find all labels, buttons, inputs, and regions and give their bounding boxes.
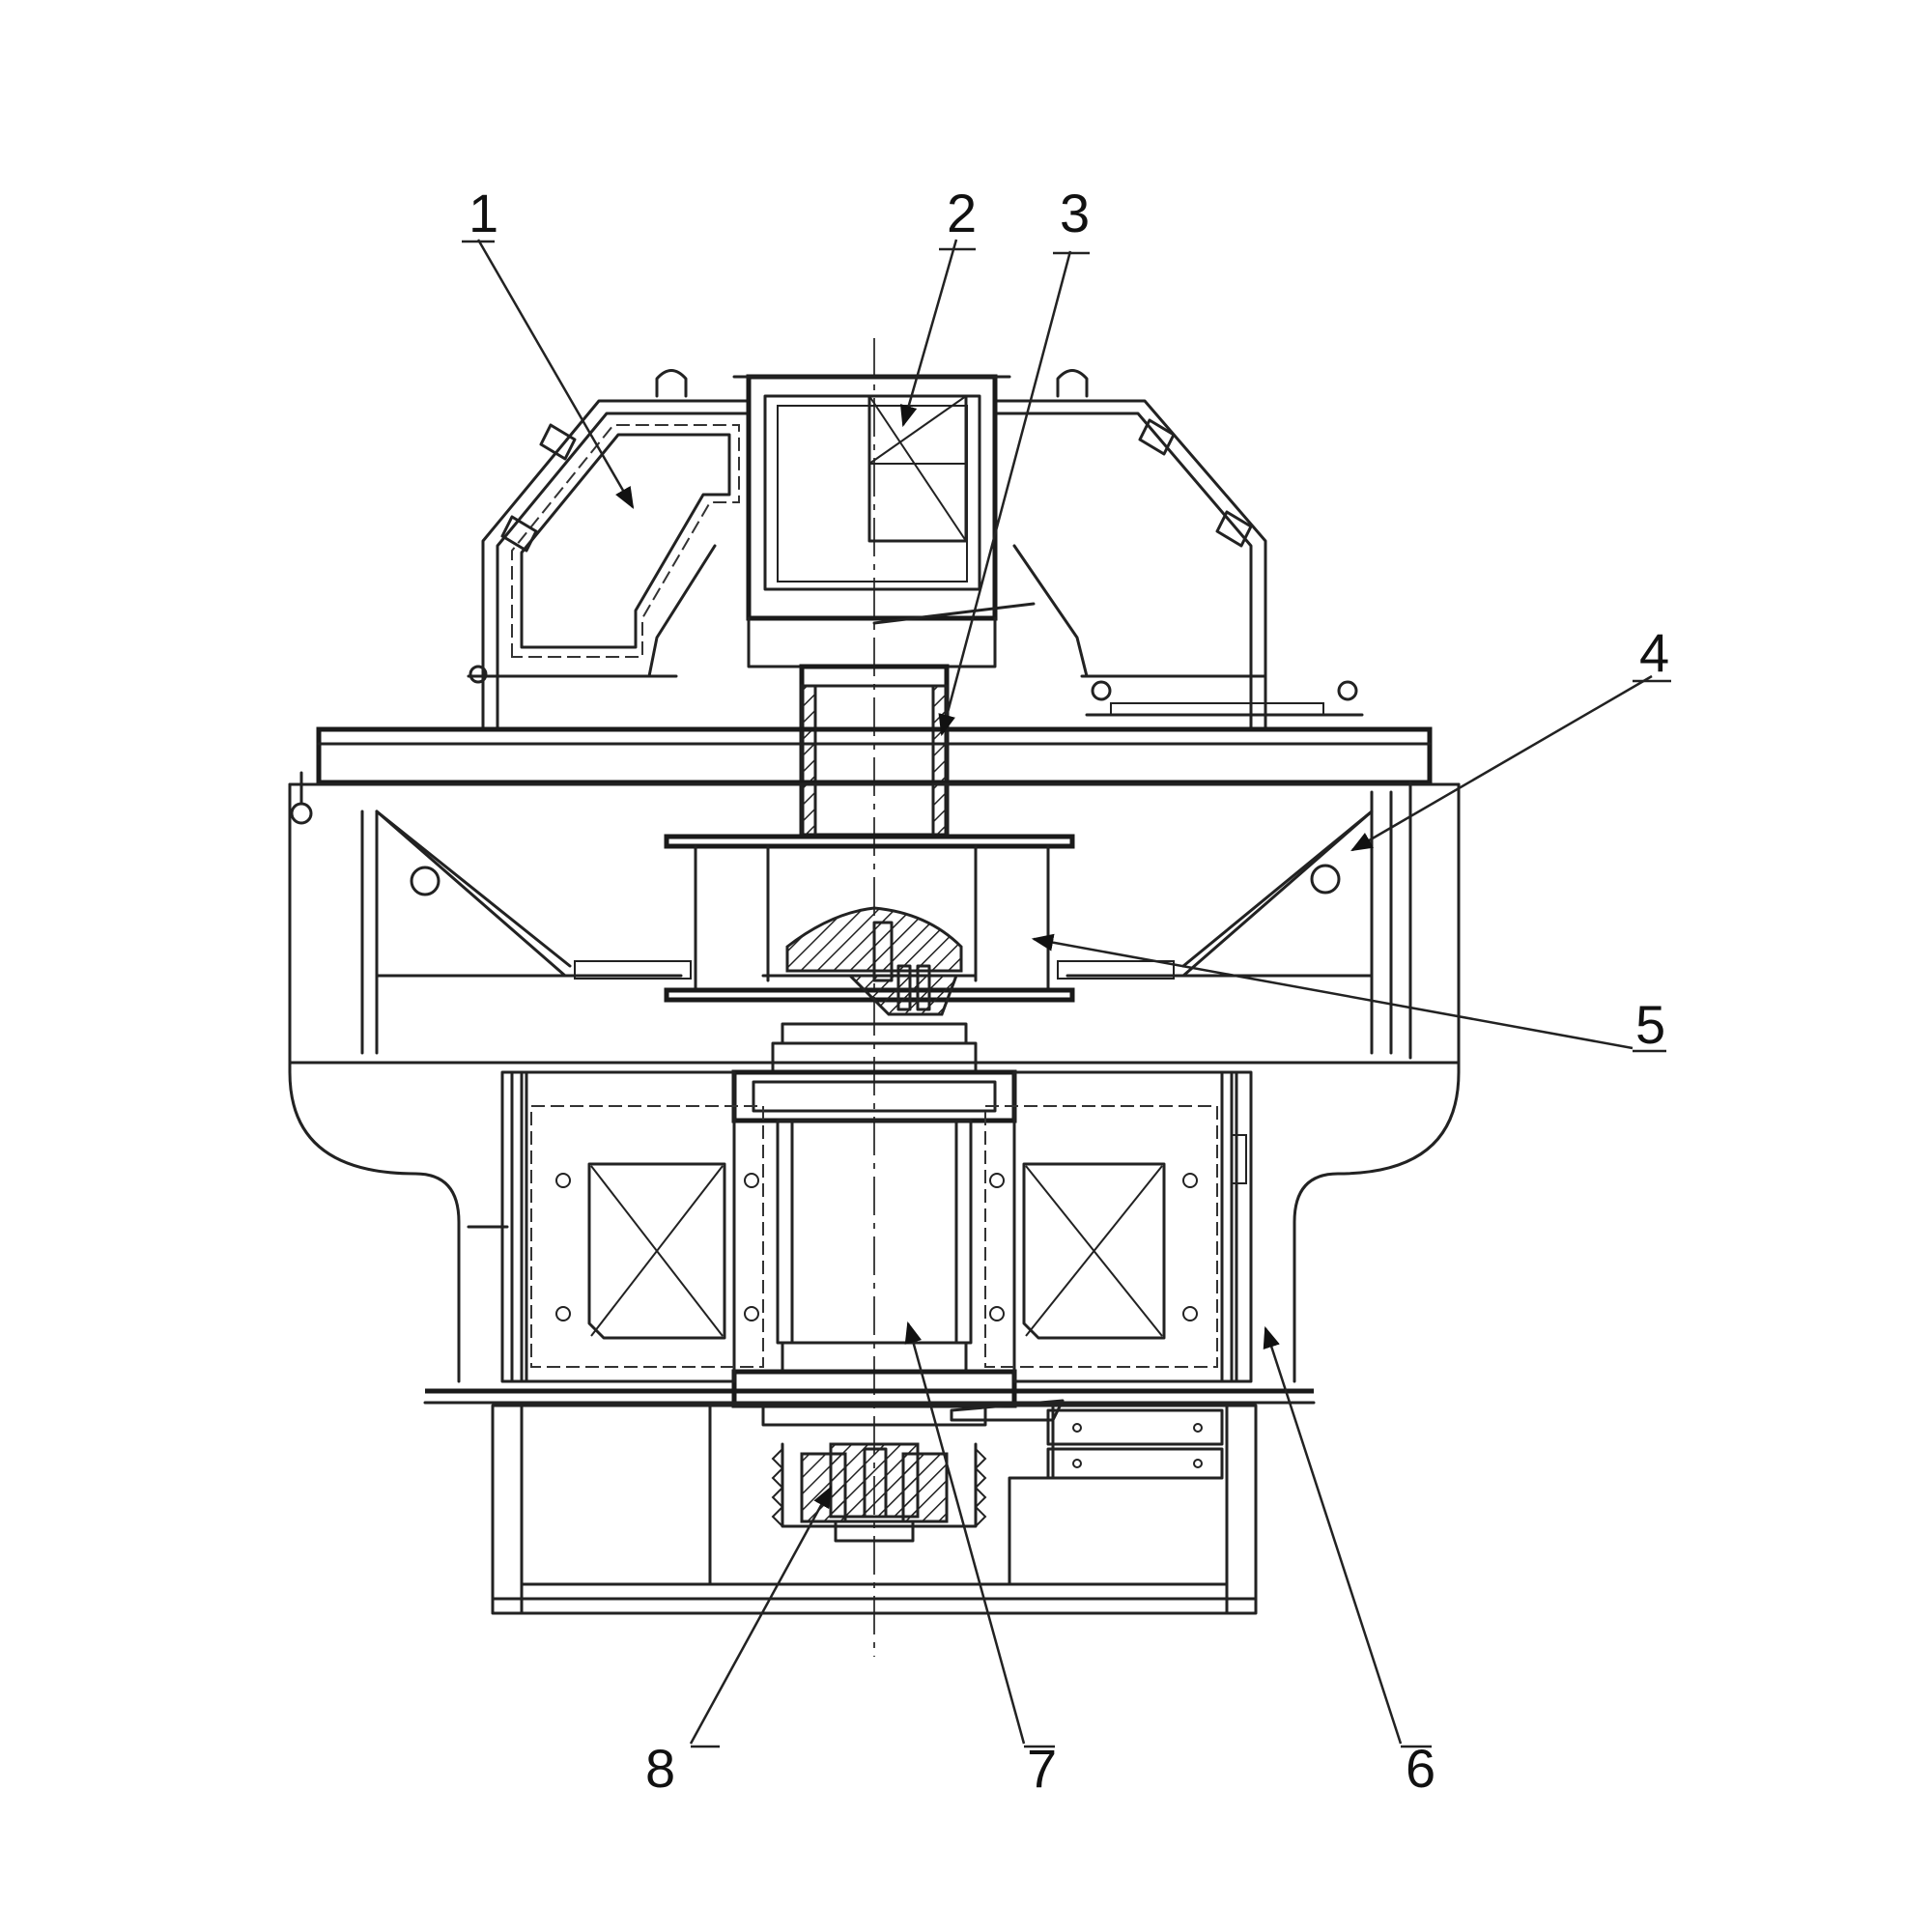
- crushing-chamber: [375, 810, 1374, 980]
- callout-8: 8: [645, 1738, 675, 1799]
- base-stand: [491, 1399, 1258, 1615]
- main-shaft-assembly: [731, 1022, 1017, 1543]
- callout-7: 7: [1027, 1738, 1057, 1799]
- callout-6: 6: [1406, 1738, 1435, 1799]
- callout-4: 4: [1639, 622, 1669, 683]
- callout-3: 3: [1060, 183, 1090, 243]
- feed-hopper: [467, 369, 1364, 731]
- callout-5: 5: [1635, 994, 1665, 1055]
- rotor-impeller: [664, 834, 1075, 1016]
- feed-tube: [799, 664, 950, 838]
- callout-1: 1: [469, 183, 498, 243]
- leader-lines: [462, 239, 1671, 1748]
- callout-2: 2: [947, 183, 977, 243]
- lower-body: [288, 1061, 1461, 1405]
